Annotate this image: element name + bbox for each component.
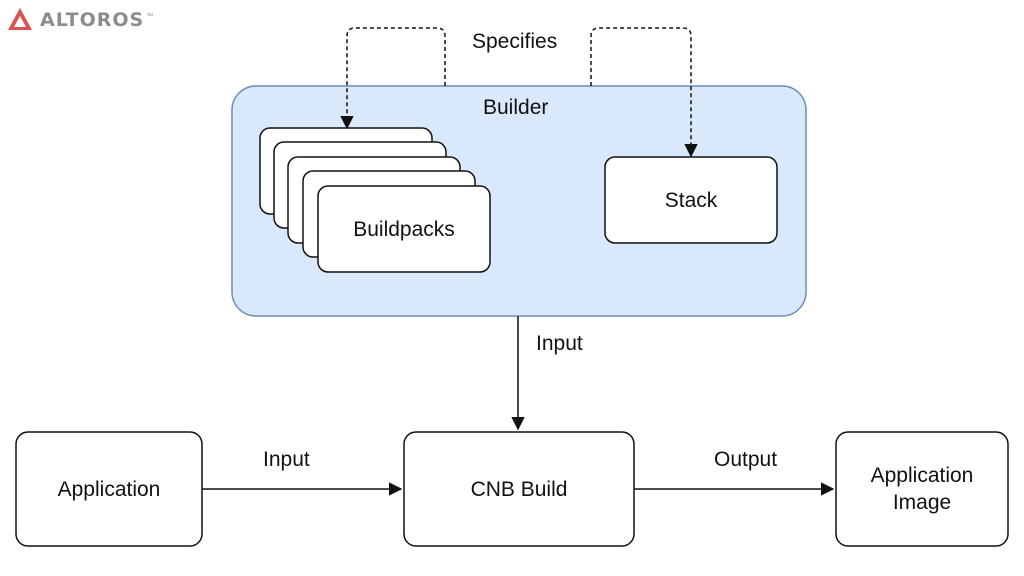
application-label: Application [57, 477, 161, 501]
specifies-arrow-stack [590, 27, 698, 158]
altoros-logo: ALTOROS ™ [6, 6, 153, 34]
cnb-build-label: CNB Build [470, 477, 568, 501]
builder-label: Builder [483, 96, 549, 119]
logo-text: ALTOROS [40, 9, 145, 31]
application-image-line1: Application [870, 464, 974, 487]
logo-trademark: ™ [146, 12, 154, 20]
buildpack-card-5 [317, 185, 491, 273]
application-image-line2: Image [892, 491, 952, 514]
stack-label: Stack [664, 188, 718, 212]
application-image-label: Application Image [836, 432, 1008, 546]
buildpacks-label: Buildpacks [353, 217, 455, 241]
specifies-arrow-buildpacks [340, 27, 446, 130]
application-image-box [835, 431, 1009, 547]
stack-box [604, 156, 778, 244]
input-label-application: Input [263, 448, 310, 471]
input-label-builder: Input [536, 332, 583, 355]
output-label: Output [714, 448, 778, 471]
specifies-label: Specifies [472, 30, 558, 53]
altoros-logo-icon [8, 8, 32, 30]
